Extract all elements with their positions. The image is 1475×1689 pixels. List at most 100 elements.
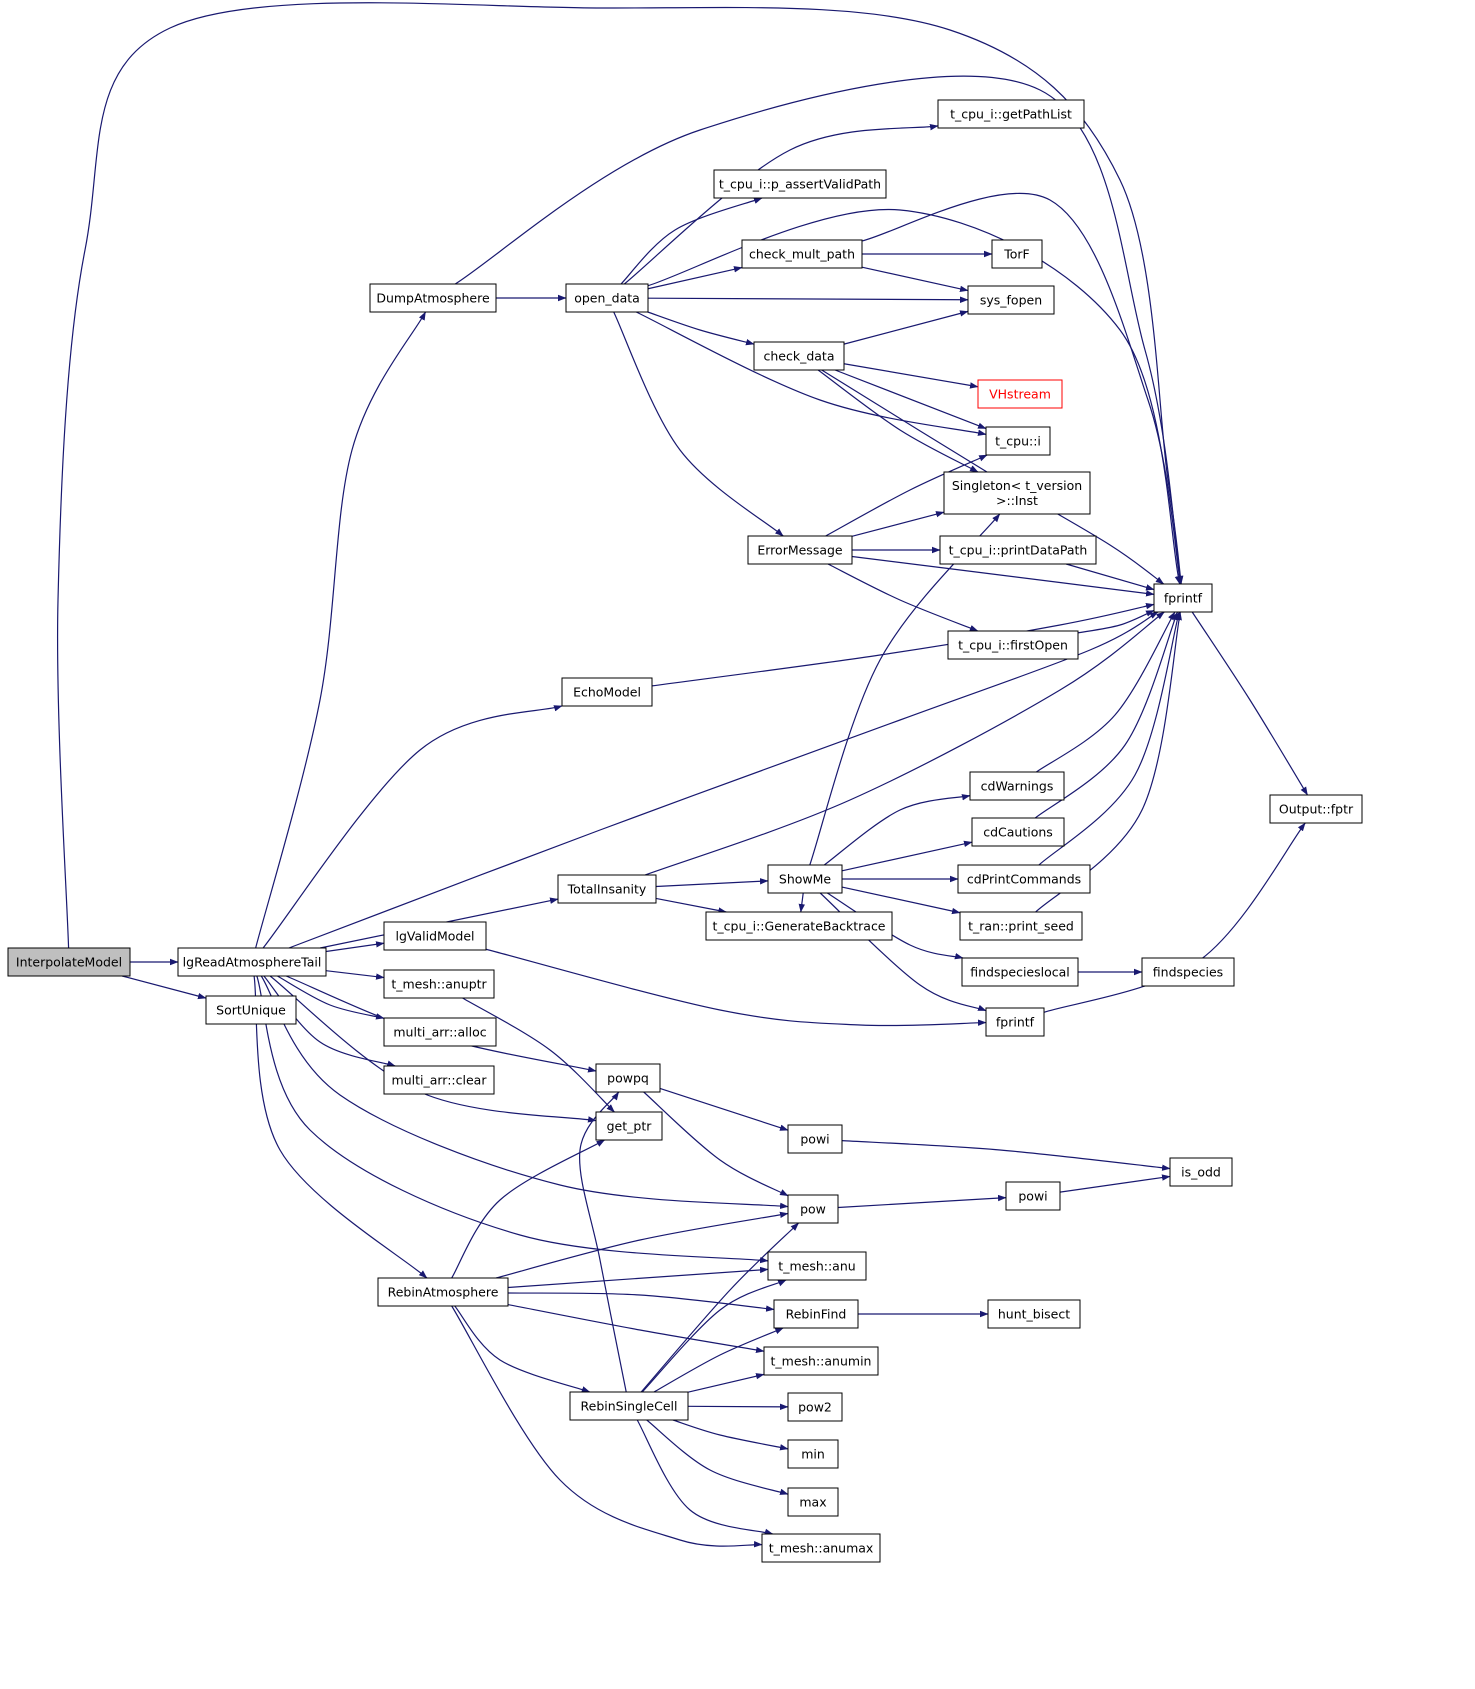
node-box-lg_read_atmosphere_tail[interactable] [177,947,327,977]
node-pow[interactable]: pow [787,1194,839,1224]
node-box-findspecies[interactable] [1141,957,1235,987]
node-anumax[interactable]: t_mesh::anumax [761,1533,881,1563]
node-check_mult_path[interactable]: check_mult_path [741,239,863,269]
node-box-get_path_list[interactable] [937,99,1085,129]
node-box-anumin[interactable] [763,1346,879,1376]
node-box-anumax[interactable] [761,1533,881,1563]
node-box-powi[interactable] [787,1124,843,1154]
node-powi[interactable]: powi [787,1124,843,1154]
node-box-hunt_bisect[interactable] [987,1299,1081,1329]
node-box-cd_cautions[interactable] [971,817,1065,847]
node-sort_unique[interactable]: SortUnique [205,995,297,1025]
node-fprintf2[interactable]: fprintf [985,1007,1045,1037]
node-powpq[interactable]: powpq [595,1063,661,1093]
node-box-rebin_atmosphere[interactable] [377,1277,509,1307]
node-box-print_seed[interactable] [959,911,1083,941]
node-hunt_bisect[interactable]: hunt_bisect [987,1299,1081,1329]
node-first_open[interactable]: t_cpu_i::firstOpen [947,630,1079,660]
node-clear[interactable]: multi_arr::clear [383,1065,495,1095]
node-box-pow2[interactable] [787,1392,843,1422]
node-box-singleton_inst[interactable] [943,471,1091,515]
node-findspecies[interactable]: findspecies [1141,957,1235,987]
node-box-vhstream[interactable] [977,379,1063,409]
node-anu[interactable]: t_mesh::anu [767,1251,867,1281]
node-lg_read_atmosphere_tail[interactable]: lgReadAtmosphereTail [177,947,327,977]
node-rebin_atmosphere[interactable]: RebinAtmosphere [377,1277,509,1307]
node-box-interpolate_model[interactable] [7,947,131,977]
node-rebin_single_cell[interactable]: RebinSingleCell [569,1391,689,1421]
node-show_me[interactable]: ShowMe [767,864,843,894]
node-anumin[interactable]: t_mesh::anumin [763,1346,879,1376]
node-box-max[interactable] [787,1487,839,1517]
node-box-t_cpu_i[interactable] [985,426,1051,456]
node-box-lg_valid_model[interactable] [383,921,487,951]
node-generate_backtrace[interactable]: t_cpu_i::GenerateBacktrace [705,911,893,941]
node-box-fprintf_main[interactable] [1153,583,1213,613]
node-findspecieslocal[interactable]: findspecieslocal [961,957,1079,987]
node-box-check_data[interactable] [753,341,845,371]
node-fprintf_main[interactable]: fprintf [1153,583,1213,613]
node-anuptr[interactable]: t_mesh::anuptr [383,969,495,999]
node-box-error_message[interactable] [747,535,853,565]
node-cd_print_commands[interactable]: cdPrintCommands [957,864,1091,894]
node-singleton_inst[interactable]: Singleton< t_version>::Inst [943,471,1091,515]
node-box-rebin_find[interactable] [773,1299,859,1329]
node-vhstream[interactable]: VHstream [977,379,1063,409]
node-box-dump_atmosphere[interactable] [369,283,497,313]
node-box-powi2[interactable] [1005,1181,1061,1211]
node-box-output_fptr[interactable] [1269,794,1363,824]
node-t_cpu_i[interactable]: t_cpu::i [985,426,1051,456]
node-print_data_path[interactable]: t_cpu_i::printDataPath [939,535,1097,565]
node-sys_fopen[interactable]: sys_fopen [967,285,1055,315]
node-box-cd_print_commands[interactable] [957,864,1091,894]
node-box-show_me[interactable] [767,864,843,894]
node-box-sys_fopen[interactable] [967,285,1055,315]
node-echo_model[interactable]: EchoModel [561,677,653,707]
node-box-p_assert_valid_path[interactable] [713,169,887,199]
node-box-clear[interactable] [383,1065,495,1095]
node-box-powpq[interactable] [595,1063,661,1093]
node-box-cd_warnings[interactable] [969,771,1065,801]
node-error_message[interactable]: ErrorMessage [747,535,853,565]
node-is_odd[interactable]: is_odd [1169,1157,1233,1187]
node-box-generate_backtrace[interactable] [705,911,893,941]
node-interpolate_model[interactable]: InterpolateModel [7,947,131,977]
node-box-total_insanity[interactable] [557,874,657,904]
node-powi2[interactable]: powi [1005,1181,1061,1211]
node-box-first_open[interactable] [947,630,1079,660]
node-print_seed[interactable]: t_ran::print_seed [959,911,1083,941]
node-min[interactable]: min [787,1439,839,1469]
node-max[interactable]: max [787,1487,839,1517]
node-box-min[interactable] [787,1439,839,1469]
node-box-get_ptr[interactable] [595,1111,663,1141]
node-box-is_odd[interactable] [1169,1157,1233,1187]
node-alloc[interactable]: multi_arr::alloc [383,1017,497,1047]
node-box-check_mult_path[interactable] [741,239,863,269]
node-cd_cautions[interactable]: cdCautions [971,817,1065,847]
node-box-open_data[interactable] [565,283,649,313]
node-p_assert_valid_path[interactable]: t_cpu_i::p_assertValidPath [713,169,887,199]
node-box-rebin_single_cell[interactable] [569,1391,689,1421]
node-dump_atmosphere[interactable]: DumpAtmosphere [369,283,497,313]
node-box-torf[interactable] [991,239,1043,269]
node-get_ptr[interactable]: get_ptr [595,1111,663,1141]
node-box-anuptr[interactable] [383,969,495,999]
node-open_data[interactable]: open_data [565,283,649,313]
node-box-fprintf2[interactable] [985,1007,1045,1037]
node-rebin_find[interactable]: RebinFind [773,1299,859,1329]
node-cd_warnings[interactable]: cdWarnings [969,771,1065,801]
node-box-sort_unique[interactable] [205,995,297,1025]
node-box-findspecieslocal[interactable] [961,957,1079,987]
node-output_fptr[interactable]: Output::fptr [1269,794,1363,824]
node-torf[interactable]: TorF [991,239,1043,269]
node-box-pow[interactable] [787,1194,839,1224]
node-box-anu[interactable] [767,1251,867,1281]
node-pow2[interactable]: pow2 [787,1392,843,1422]
node-get_path_list[interactable]: t_cpu_i::getPathList [937,99,1085,129]
node-box-print_data_path[interactable] [939,535,1097,565]
node-box-echo_model[interactable] [561,677,653,707]
node-check_data[interactable]: check_data [753,341,845,371]
node-total_insanity[interactable]: TotalInsanity [557,874,657,904]
node-lg_valid_model[interactable]: lgValidModel [383,921,487,951]
node-box-alloc[interactable] [383,1017,497,1047]
